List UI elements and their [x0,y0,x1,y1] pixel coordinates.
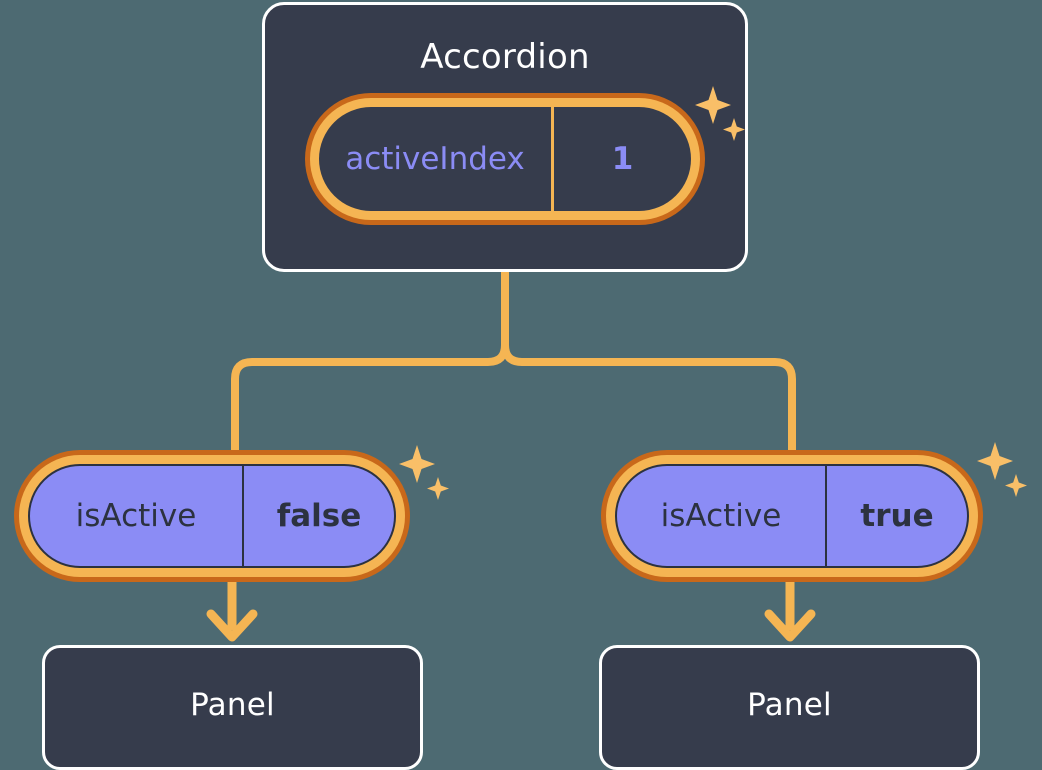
arrow-left-head [206,609,258,642]
state-pill-is-active-false[interactable]: isActive false [14,450,410,582]
panel-left-title: Panel [190,687,275,723]
state-pill-body: isActive true [615,464,969,568]
state-key-is-active-right: isActive [660,498,782,534]
state-pill-ring: isActive false [19,455,405,577]
state-value-is-active-right: true [825,466,967,566]
panel-right-title: Panel [747,687,832,723]
state-pill-is-active-true[interactable]: isActive true [601,450,983,582]
connector-tree-branch-left [231,341,509,456]
state-pill-active-index[interactable]: activeIndex 1 [305,93,705,225]
connector-tree-trunk [501,268,796,456]
sparkle-icon [977,442,1027,497]
panel-box-left[interactable]: Panel [42,645,423,770]
state-pill-body: isActive false [28,464,396,568]
arrow-right-head [764,609,816,642]
state-value-is-active-left: false [242,466,394,566]
state-pill-ring: isActive true [606,455,978,577]
state-pill-ring: activeIndex 1 [310,98,700,220]
state-key-is-active-left: isActive [75,498,197,534]
panel-box-right[interactable]: Panel [599,645,980,770]
accordion-title: Accordion [420,37,590,77]
state-pill-body: activeIndex 1 [319,107,691,211]
state-value-active-index: 1 [611,141,634,177]
state-key-active-index: activeIndex [319,107,554,211]
